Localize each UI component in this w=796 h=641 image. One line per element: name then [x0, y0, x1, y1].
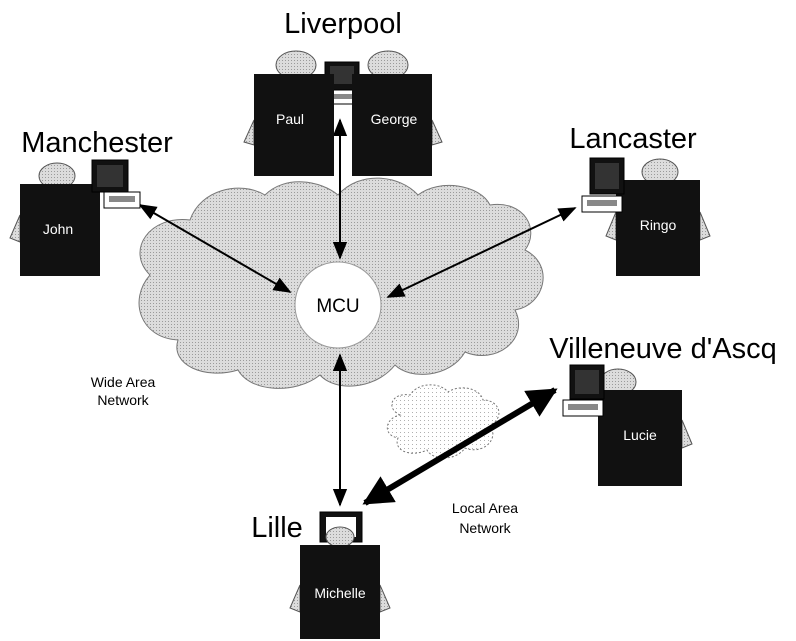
lan-cloud [386, 384, 500, 459]
computer-icon [562, 364, 605, 417]
name-john: John [43, 221, 73, 237]
site-lancaster: Lancaster Ringo [569, 123, 711, 276]
person-george [352, 74, 432, 176]
person-arm-icon [431, 119, 443, 146]
person-lucie [598, 390, 682, 486]
person-arm-icon [289, 584, 301, 613]
name-george: George [371, 111, 418, 127]
name-ringo: Ringo [640, 217, 677, 233]
computer-icon [91, 159, 141, 209]
person-john [20, 184, 100, 276]
person-head-icon [325, 526, 355, 548]
person-paul [254, 74, 334, 176]
city-liverpool: Liverpool [284, 8, 402, 40]
computer-icon [581, 157, 625, 213]
person-arm-icon [9, 214, 21, 243]
person-michelle [300, 545, 380, 639]
site-villeneuve: Villeneuve d'Ascq Lucie [549, 333, 777, 486]
site-liverpool: Liverpool Paul George [243, 8, 443, 176]
site-lille: Lille Michelle [251, 511, 391, 639]
lan-label-line2: Network [459, 520, 511, 536]
name-paul: Paul [276, 111, 304, 127]
lan-label-line1: Local Area [452, 500, 518, 516]
link-lancaster-mcu [386, 207, 577, 298]
wan-label-line1: Wide Area [91, 374, 156, 390]
person-arm-icon [605, 211, 617, 241]
person-ringo [616, 180, 700, 276]
link-manchester-mcu [138, 204, 292, 293]
mcu-node: MCU [294, 261, 382, 349]
name-michelle: Michelle [314, 585, 366, 601]
link-villeneuve-lille [362, 387, 558, 506]
person-arm-icon [699, 211, 711, 241]
wan-label-line2: Network [97, 392, 149, 408]
person-arm-icon [681, 419, 693, 449]
city-lille: Lille [251, 512, 303, 544]
name-lucie: Lucie [623, 427, 657, 443]
mcu-label: MCU [316, 296, 359, 317]
city-lancaster: Lancaster [569, 123, 697, 155]
city-manchester: Manchester [21, 127, 173, 159]
city-villeneuve: Villeneuve d'Ascq [549, 333, 776, 365]
person-arm-icon [379, 584, 391, 613]
person-arm-icon [243, 119, 255, 146]
site-manchester: Manchester John [9, 127, 173, 276]
